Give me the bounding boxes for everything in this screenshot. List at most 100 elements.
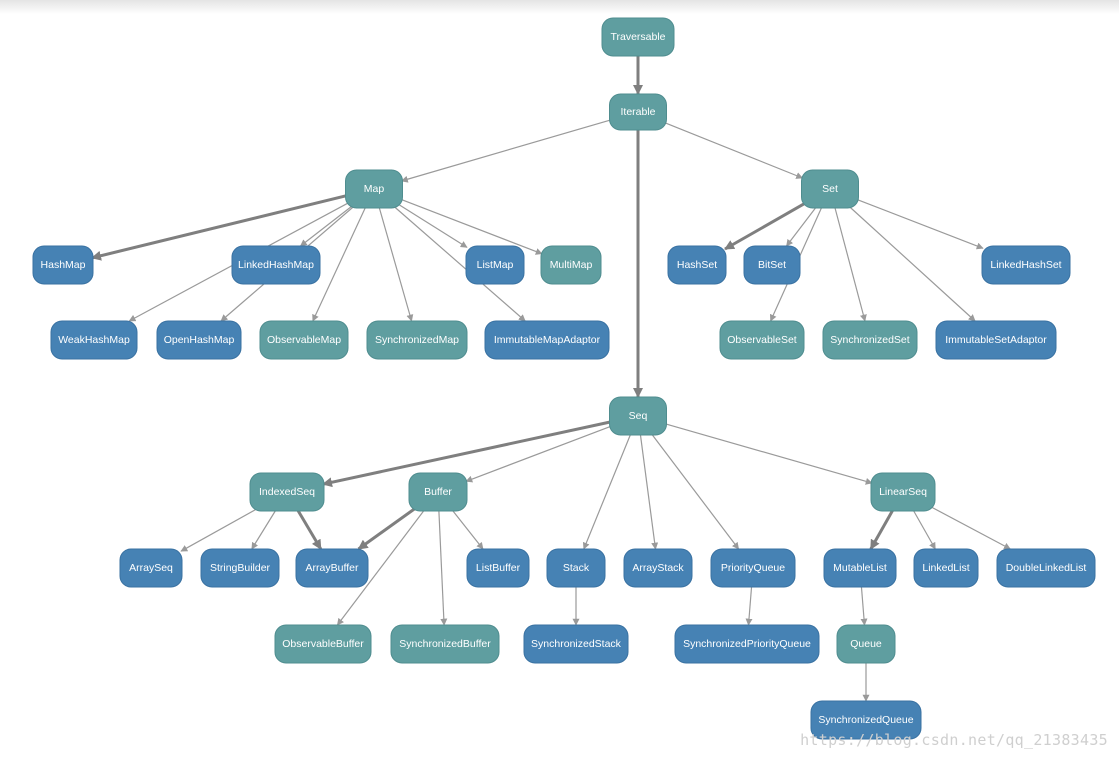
node-box-listbuffer: [466, 548, 530, 588]
node-set: Set: [801, 169, 859, 209]
edge-set-to-hashset: [724, 202, 806, 251]
node-label-linkedhashmap: LinkedHashMap: [238, 259, 314, 271]
node-box-linkedhashmap: [231, 245, 321, 285]
node-label-observablebuffer: ObservableBuffer: [282, 638, 364, 650]
node-synchronizedbuffer: SynchronizedBuffer: [390, 624, 500, 664]
node-box-synchronizedstack: [523, 624, 629, 664]
node-arraybuffer: ArrayBuffer: [295, 548, 369, 588]
edge-map-to-multimap: [399, 198, 543, 255]
node-label-queue: Queue: [850, 638, 882, 650]
node-box-listmap: [465, 245, 525, 285]
node-synchronizedmap: SynchronizedMap: [366, 320, 468, 360]
node-doublelinkedlist: DoubleLinkedList: [996, 548, 1096, 588]
node-label-priorityqueue: PriorityQueue: [721, 562, 785, 574]
node-label-synchronizedpriorityqueue: SynchronizedPriorityQueue: [683, 638, 811, 650]
node-box-stack: [546, 548, 606, 588]
node-immutablesetadaptor: ImmutableSetAdaptor: [935, 320, 1057, 360]
node-label-indexedseq: IndexedSeq: [259, 486, 315, 498]
edge-indexedseq-to-arraybuffer: [295, 508, 323, 550]
node-box-stringbuilder: [200, 548, 280, 588]
node-map: Map: [345, 169, 403, 209]
node-stringbuilder: StringBuilder: [200, 548, 280, 588]
node-label-set: Set: [822, 183, 838, 195]
edge-set-to-synchronizedset: [833, 205, 867, 322]
node-bitset: BitSet: [743, 245, 801, 285]
node-box-synchronizedbuffer: [390, 624, 500, 664]
edge-map-to-hashmap: [91, 193, 349, 261]
edge-map-to-listmap: [399, 204, 468, 248]
node-seq: Seq: [609, 396, 667, 436]
node-linkedlist: LinkedList: [913, 548, 979, 588]
node-label-synchronizedqueue: SynchronizedQueue: [818, 714, 913, 726]
node-priorityqueue: PriorityQueue: [710, 548, 796, 588]
edge-linearseq-to-linkedlist: [912, 508, 936, 550]
node-label-listbuffer: ListBuffer: [476, 562, 521, 574]
edge-seq-to-buffer: [465, 425, 613, 483]
node-box-priorityqueue: [710, 548, 796, 588]
edge-seq-to-linearseq: [663, 422, 873, 485]
node-arrayseq: ArraySeq: [119, 548, 183, 588]
node-label-map: Map: [364, 183, 385, 195]
node-box-map: [345, 169, 403, 209]
node-box-immutablesetadaptor: [935, 320, 1057, 360]
node-box-synchronizedset: [822, 320, 918, 360]
node-mutablelist: MutableList: [823, 548, 897, 588]
edges-layer: [91, 54, 1011, 702]
node-box-synchronizedpriorityqueue: [674, 624, 820, 664]
node-synchronizedstack: SynchronizedStack: [523, 624, 629, 664]
node-hashset: HashSet: [667, 245, 727, 285]
node-label-stringbuilder: StringBuilder: [210, 562, 271, 574]
node-label-mutablelist: MutableList: [833, 562, 887, 574]
node-linkedhashmap: LinkedHashMap: [231, 245, 321, 285]
watermark-text: https://blog.csdn.net/qq_21383435: [800, 731, 1108, 749]
node-label-synchronizedmap: SynchronizedMap: [375, 334, 459, 346]
edge-linearseq-to-doublelinkedlist: [931, 506, 1011, 550]
node-box-arraystack: [623, 548, 693, 588]
node-synchronizedqueue: SynchronizedQueue: [810, 700, 922, 740]
edge-buffer-to-arraybuffer: [357, 507, 416, 551]
node-label-hashmap: HashMap: [41, 259, 86, 271]
edge-indexedseq-to-arrayseq: [180, 508, 257, 552]
node-multimap: MultiMap: [540, 245, 602, 285]
node-label-arraybuffer: ArrayBuffer: [306, 562, 359, 574]
node-box-arraybuffer: [295, 548, 369, 588]
node-box-synchronizedqueue: [810, 700, 922, 740]
node-box-multimap: [540, 245, 602, 285]
node-label-synchronizedstack: SynchronizedStack: [531, 638, 622, 650]
node-box-weakhashmap: [50, 320, 138, 360]
node-iterable: Iterable: [609, 93, 667, 131]
node-label-immutablesetadaptor: ImmutableSetAdaptor: [945, 334, 1047, 346]
edge-linearseq-to-mutablelist: [869, 508, 895, 550]
node-indexedseq: IndexedSeq: [249, 472, 325, 512]
node-box-linkedlist: [913, 548, 979, 588]
node-observablebuffer: ObservableBuffer: [274, 624, 372, 664]
node-traversable: Traversable: [601, 17, 675, 57]
node-observablemap: ObservableMap: [259, 320, 349, 360]
edge-seq-to-priorityqueue: [650, 432, 740, 550]
node-hashmap: HashMap: [32, 245, 94, 285]
node-box-linearseq: [870, 472, 936, 512]
node-box-seq: [609, 396, 667, 436]
node-label-linkedhashset: LinkedHashSet: [990, 259, 1061, 271]
edge-map-to-linkedhashmap: [299, 205, 353, 247]
node-label-iterable: Iterable: [620, 106, 655, 118]
node-box-immutablemapadaptor: [484, 320, 610, 360]
node-box-traversable: [601, 17, 675, 57]
node-box-observableset: [719, 320, 805, 360]
node-label-arraystack: ArrayStack: [632, 562, 684, 574]
node-label-linkedlist: LinkedList: [922, 562, 969, 574]
node-label-doublelinkedlist: DoubleLinkedList: [1006, 562, 1087, 574]
node-queue: Queue: [836, 624, 896, 664]
node-box-set: [801, 169, 859, 209]
node-synchronizedset: SynchronizedSet: [822, 320, 918, 360]
node-box-hashset: [667, 245, 727, 285]
node-label-seq: Seq: [629, 410, 648, 422]
edge-iterable-to-map: [400, 118, 613, 183]
node-label-bitset: BitSet: [758, 259, 786, 271]
node-label-synchronizedset: SynchronizedSet: [830, 334, 909, 346]
node-box-observablemap: [259, 320, 349, 360]
node-stack: Stack: [546, 548, 606, 588]
node-label-arrayseq: ArraySeq: [129, 562, 173, 574]
